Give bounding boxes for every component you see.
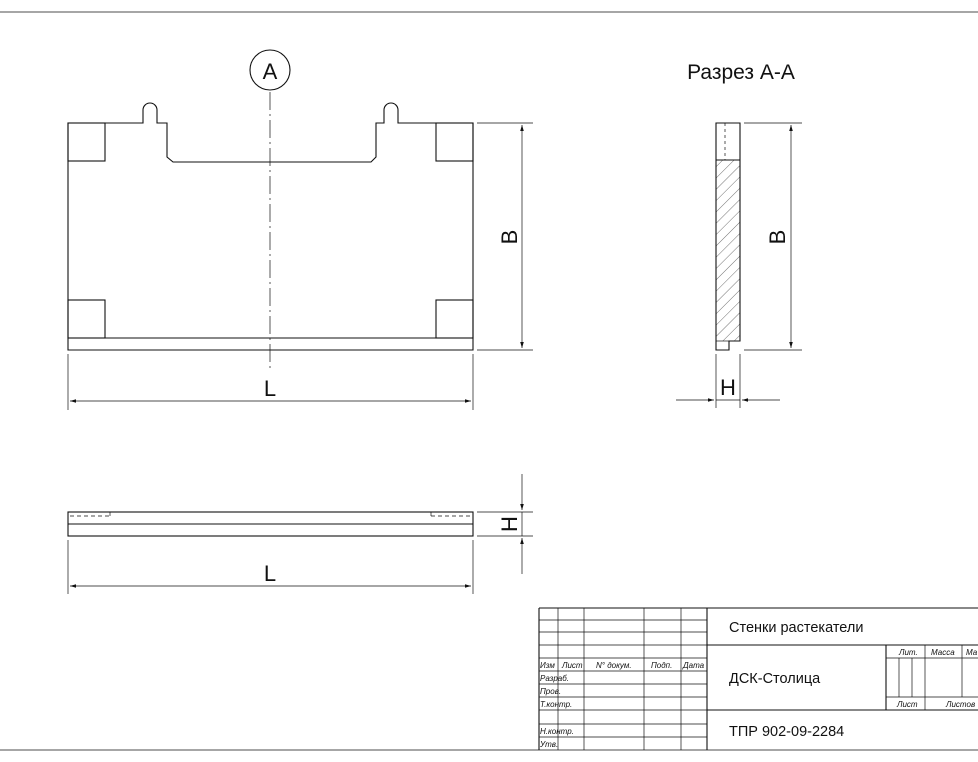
corner-pocket xyxy=(67,299,106,339)
dim-h-section: H xyxy=(676,354,780,408)
corner-pocket xyxy=(435,122,474,162)
title-block: Изм Лист N° докум. Подп. Дата Разраб. Пр… xyxy=(538,607,978,750)
organization: ДСК-Столица xyxy=(729,671,821,687)
tb-role-nkontr: Н.контр. xyxy=(540,727,574,736)
tb-listov: Листов xyxy=(945,700,975,709)
tb-lit: Лит. xyxy=(898,648,918,657)
dim-label-b: B xyxy=(765,230,790,245)
section-callout: A xyxy=(249,49,291,91)
dim-b-front: B xyxy=(477,122,533,351)
dim-label-h: H xyxy=(497,516,522,532)
dim-label-h: H xyxy=(720,375,736,400)
document-code: ТПР 902-09-2284 xyxy=(729,724,844,740)
dim-b-section: B xyxy=(744,122,802,351)
front-view xyxy=(67,92,474,372)
tb-header-doc: N° докум. xyxy=(596,661,632,670)
tb-role-tkontr: Т.контр. xyxy=(540,700,572,709)
tb-massa: Масса xyxy=(931,648,955,657)
dim-l-top: L xyxy=(67,540,474,594)
tb-role-prov: Пров. xyxy=(540,687,561,696)
top-view xyxy=(67,511,474,537)
product-name: Стенки растекатели xyxy=(729,620,863,636)
section-title: Разрез А-А xyxy=(687,61,795,84)
tb-masshtab: Ма xyxy=(966,648,978,657)
callout-label: A xyxy=(263,59,278,84)
tb-role-utv: Утв. xyxy=(539,740,558,749)
dim-label-l: L xyxy=(264,561,276,586)
tb-role-razrab: Разраб. xyxy=(540,674,569,683)
section-view xyxy=(715,122,741,351)
dim-l-front: L xyxy=(67,354,474,410)
dim-h-top: H xyxy=(477,474,533,574)
tb-header-list: Лист xyxy=(561,661,583,670)
tb-header-sign: Подп. xyxy=(651,661,672,670)
sheet-frame xyxy=(0,11,978,751)
dim-label-b: B xyxy=(497,230,522,245)
corner-pocket xyxy=(67,122,106,162)
tb-header-izm: Изм xyxy=(540,661,555,670)
dim-label-l: L xyxy=(264,376,276,401)
tb-list: Лист xyxy=(896,700,918,709)
corner-pocket xyxy=(435,299,474,339)
tb-header-date: Дата xyxy=(682,661,705,670)
